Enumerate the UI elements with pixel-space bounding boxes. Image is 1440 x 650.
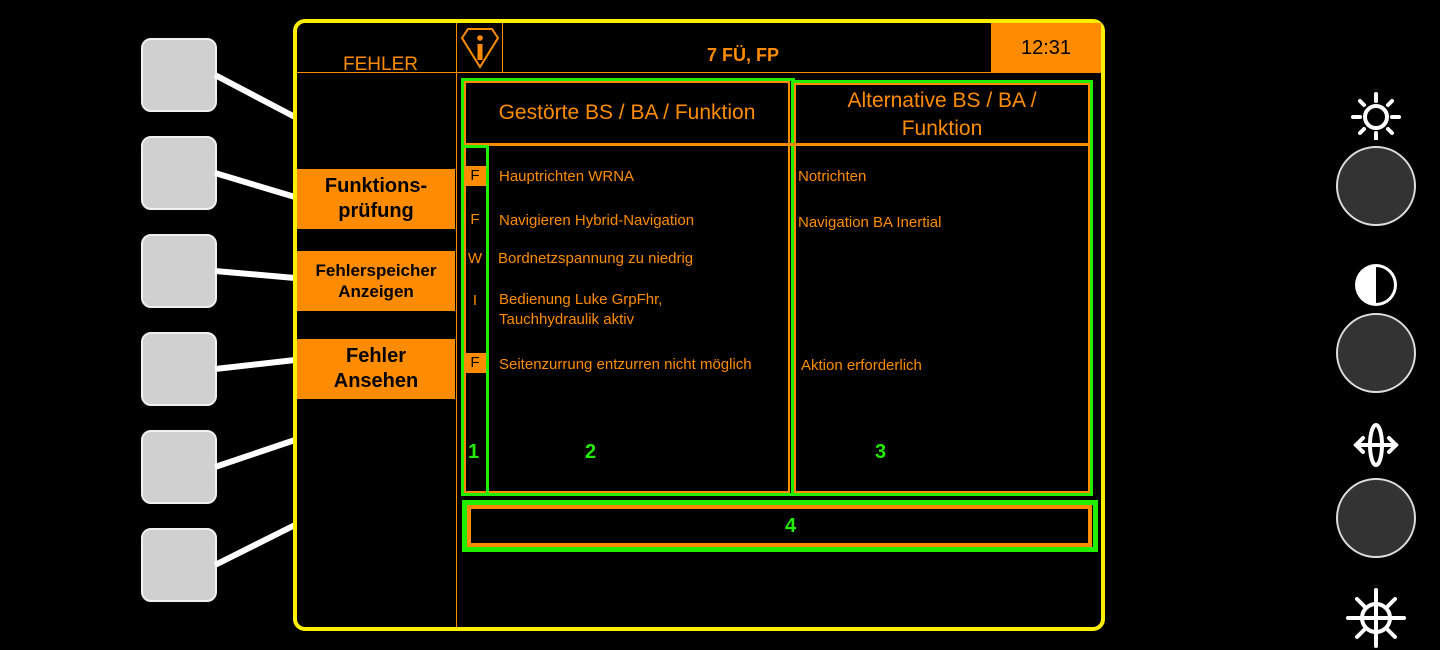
severity-badge: F [470, 211, 480, 228]
annotation-area-3: 3 [875, 441, 887, 463]
disturbed-column-header: Gestörte BS / BA / Funktion [498, 101, 756, 124]
display-screen: FEHLER 7 FÜ, FP 12:31 Funktions- prüfung… [293, 19, 1105, 631]
annotation-area-1: 1 [468, 441, 480, 463]
table-row-alternative[interactable]: Notrichten [798, 168, 867, 185]
table-row-disturbed[interactable]: Navigieren Hybrid-Navigation [499, 212, 695, 229]
table-row-disturbed[interactable]: Bedienung Luke GrpFhr, Tauchhydraulik ak… [499, 290, 662, 331]
message-bar-frame [462, 500, 1098, 552]
header-bottom-line [297, 72, 1101, 73]
sidebar-divider [456, 23, 457, 627]
steering-wheel-icon [1346, 588, 1406, 648]
alternative-column-header: Alternative BS / BA / Funktion [797, 87, 1087, 143]
header-divider [502, 23, 503, 72]
softkey-3[interactable] [141, 234, 217, 308]
severity-badge: I [472, 292, 478, 309]
menu-label-line1: Funktions- [324, 175, 428, 197]
severity-badge: W [467, 250, 483, 267]
message-bar [467, 505, 1092, 547]
softkey-2[interactable] [141, 136, 217, 210]
alternative-column-frame [791, 80, 1093, 496]
table-row-alternative[interactable]: Aktion erforderlich [801, 357, 922, 374]
clock-text: 12:31 [1020, 36, 1072, 59]
status-text: 7 FÜ, FP [707, 45, 780, 65]
contrast-knob[interactable] [1336, 313, 1416, 393]
annotation-area-4: 4 [785, 515, 797, 537]
table-row-alternative[interactable]: Navigation BA Inertial [798, 214, 942, 231]
alternative-header-line1: Alternative BS / BA / [847, 89, 1037, 112]
menu-label-line2: Ansehen [333, 370, 419, 392]
brightness-sun-icon [1351, 92, 1401, 140]
annotation-area-2: 2 [585, 441, 597, 463]
menu-label-line2: Anzeigen [338, 282, 414, 301]
softkey-connectors [213, 72, 297, 568]
alternative-column-border [794, 83, 1090, 493]
softkey-1[interactable] [141, 38, 217, 112]
contrast-icon [1355, 264, 1397, 306]
row-text-line1: Bedienung Luke GrpFhr, [499, 291, 663, 308]
pan-move-icon [1353, 423, 1399, 467]
pan-knob[interactable] [1336, 478, 1416, 558]
table-row-disturbed[interactable]: Seitenzurrung entzurren nicht möglich [499, 356, 752, 373]
menu-label-line1: Fehlerspeicher [315, 260, 437, 280]
table-row-disturbed[interactable]: Hauptrichten WRNA [499, 168, 635, 185]
severity-badge: F [464, 353, 486, 373]
info-warning-icon [460, 28, 500, 69]
view-errors-button[interactable]: Fehler Ansehen [297, 339, 455, 399]
severity-column-frame [461, 145, 489, 496]
show-error-memory-button[interactable]: Fehlerspeicher Anzeigen [297, 251, 455, 311]
menu-label-line1: Fehler [345, 345, 407, 367]
menu-label-line2: prüfung [338, 200, 414, 222]
brightness-knob[interactable] [1336, 146, 1416, 226]
softkey-5[interactable] [141, 430, 217, 504]
severity-badge: F [464, 166, 486, 186]
functional-test-button[interactable]: Funktions- prüfung [297, 169, 455, 229]
disturbed-column-border [464, 81, 790, 493]
row-text-line2: Tauchhydraulik aktiv [499, 311, 635, 329]
table-header-line [464, 143, 1090, 146]
clock: 12:31 [991, 23, 1101, 73]
table-row-disturbed[interactable]: Bordnetzspannung zu niedrig [498, 250, 694, 267]
alternative-header-line2: Funktion [901, 117, 983, 140]
page-title: FEHLER [343, 54, 418, 75]
